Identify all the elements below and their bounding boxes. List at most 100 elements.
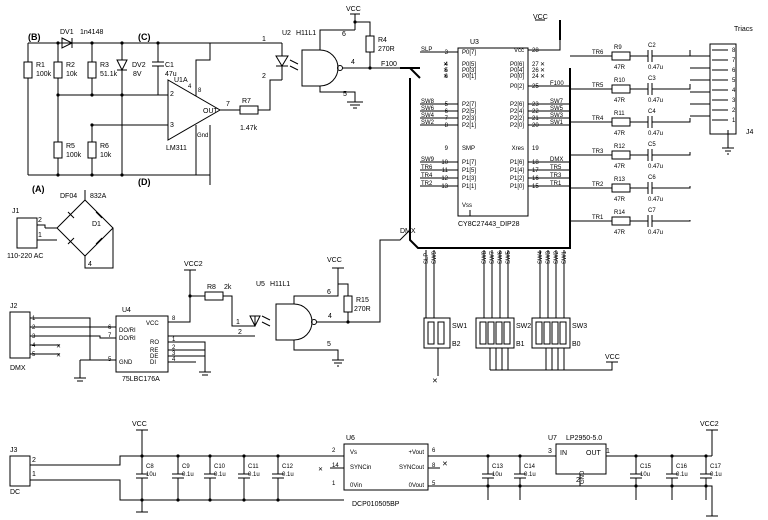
u3-right-net: SW5 [550, 106, 564, 112]
u3-pin-name: P0[6] [510, 62, 524, 68]
j2-pin-num: 4 [32, 343, 36, 349]
r3-resistor [87, 61, 97, 79]
triac-net: TR5 [592, 83, 604, 89]
u7-pin1: 1 [606, 448, 610, 455]
u7-gnd: GND [580, 470, 586, 484]
u3-pin-num: 6 [445, 109, 449, 115]
u3-pin-name: P1[0] [510, 184, 524, 190]
u3-pin-num: 22 [532, 109, 539, 115]
j2-pin-num: 3 [32, 334, 36, 340]
triac-cap-ref: C2 [648, 43, 656, 49]
u5-pin5: 5 [327, 341, 331, 348]
triac-cap-ref: C5 [648, 142, 656, 148]
j3-pin2: 2 [32, 457, 36, 464]
j2-pin-line [30, 335, 116, 339]
j4-pin-num: 3 [732, 98, 736, 104]
j2-label: DMX [10, 365, 26, 372]
u3-pin-name: P0[5] [462, 62, 476, 68]
u7-ref: U7 [548, 435, 557, 442]
power-section: J3 DC 2 1 VCC C810uC90.1uC100.1uC110.1uC… [9, 421, 722, 517]
r6-value: 10k [100, 152, 112, 159]
power-cap-ref: C13 [492, 464, 504, 470]
u3-pin-name: P2[6] [510, 102, 524, 108]
power-cap-value: 0.1u [248, 472, 260, 478]
j3-connector [9, 455, 31, 487]
triac-cap-value: 0.47u [648, 197, 663, 203]
u3-pin-name: P1[5] [462, 168, 476, 174]
u4-pin-name: DE [150, 354, 158, 360]
r3-value: 51.1k [100, 71, 118, 78]
label-b: (B) [28, 32, 41, 42]
switch-toggle [535, 321, 543, 345]
power-cap-ref: C10 [214, 464, 226, 470]
u2-pin2: 2 [262, 73, 266, 80]
j2-pin-num: 1 [32, 316, 36, 322]
u4-pin-name: GND [119, 360, 133, 366]
label-c: (C) [138, 32, 151, 42]
u2-ref: U2 [282, 30, 291, 37]
triac-cap [630, 182, 691, 194]
u4-pin-name: RO [150, 340, 159, 346]
u4-pin-name: DO/RI [119, 328, 136, 334]
j4-pin-num: 2 [732, 108, 736, 114]
sw1-code: B2 [452, 341, 461, 348]
u1-pin3: 3 [170, 122, 174, 129]
switch-net-label: SW2 [554, 250, 560, 264]
triac-cap [630, 149, 691, 161]
u6-pin-name: SYNCin [350, 465, 371, 471]
triacs-title: Triacs [734, 26, 753, 33]
triac-net: TR6 [592, 50, 604, 56]
u4-pin-name: DI [150, 360, 156, 366]
triac-resistor-ref: R10 [614, 78, 626, 84]
switch-net-label: SW7 [490, 250, 496, 264]
u3-pin-name: P2[0] [510, 123, 524, 129]
triac-resistor-ref: R11 [614, 111, 625, 117]
dv2-value: 8V [133, 71, 142, 78]
triac-cap-value: 0.47u [648, 164, 663, 170]
j3-ref: J3 [10, 447, 18, 454]
power-cap-ref: C14 [524, 464, 536, 470]
u5-pin6: 6 [327, 289, 331, 296]
u1-pin8: 8 [198, 88, 202, 94]
u6-pin-num: 2 [332, 448, 336, 454]
u7-part: LP2950-5.0 [566, 435, 602, 442]
triac-resistor-value: 47R [614, 65, 626, 71]
u1-ref: U1A [174, 77, 188, 84]
j1-pin1: 1 [38, 232, 42, 239]
u3-pin-name: P0[0] [510, 74, 524, 80]
u3-pin-name: P2[3] [462, 116, 476, 122]
switch-net-label: SW9 [432, 250, 438, 264]
switch-toggles [427, 321, 567, 345]
r5-resistor [53, 141, 63, 159]
label-a: (A) [32, 184, 45, 194]
r1-ref: R1 [36, 62, 45, 69]
power-cap-value: 0.1u [524, 472, 536, 478]
u4-pin-num: 3 [172, 351, 176, 357]
u6-pin-name: 0Vout [409, 483, 425, 489]
r5-ref: R5 [66, 143, 75, 150]
u3-left-net: SW4 [421, 113, 435, 119]
u3-pin-name: P1[3] [462, 176, 476, 182]
u5-optocoupler: U5 H11L1 4 VCC 6 R15 270R 5 1 2 [236, 229, 411, 367]
triac-resistor-value: 47R [614, 164, 626, 170]
u7-pin3: 3 [548, 448, 552, 455]
switch-net-label: SW1 [562, 250, 568, 264]
switch-toggle [437, 321, 445, 345]
u4-pin-num: 2 [172, 345, 176, 351]
u3-right-net: TR1 [550, 181, 562, 187]
u3-pin-name: Xres [512, 146, 524, 152]
switch-net-label: SW8 [482, 250, 488, 264]
label-d: (D) [138, 177, 151, 187]
r7-value: 1.47k [240, 125, 258, 132]
u3-pin-num: 26 [532, 68, 539, 74]
power-cap-value: 0.1u [710, 472, 722, 478]
switch-toggle [479, 321, 487, 345]
power-cap-ref: C16 [676, 464, 688, 470]
u3-pin-num: 3 [445, 50, 449, 56]
u3-pin-name: P1[7] [462, 160, 476, 166]
power-cap [630, 456, 642, 500]
u2-optocoupler: U2 H11L1 1 2 4 6 5 VCC R4 270R F100 [262, 6, 400, 109]
